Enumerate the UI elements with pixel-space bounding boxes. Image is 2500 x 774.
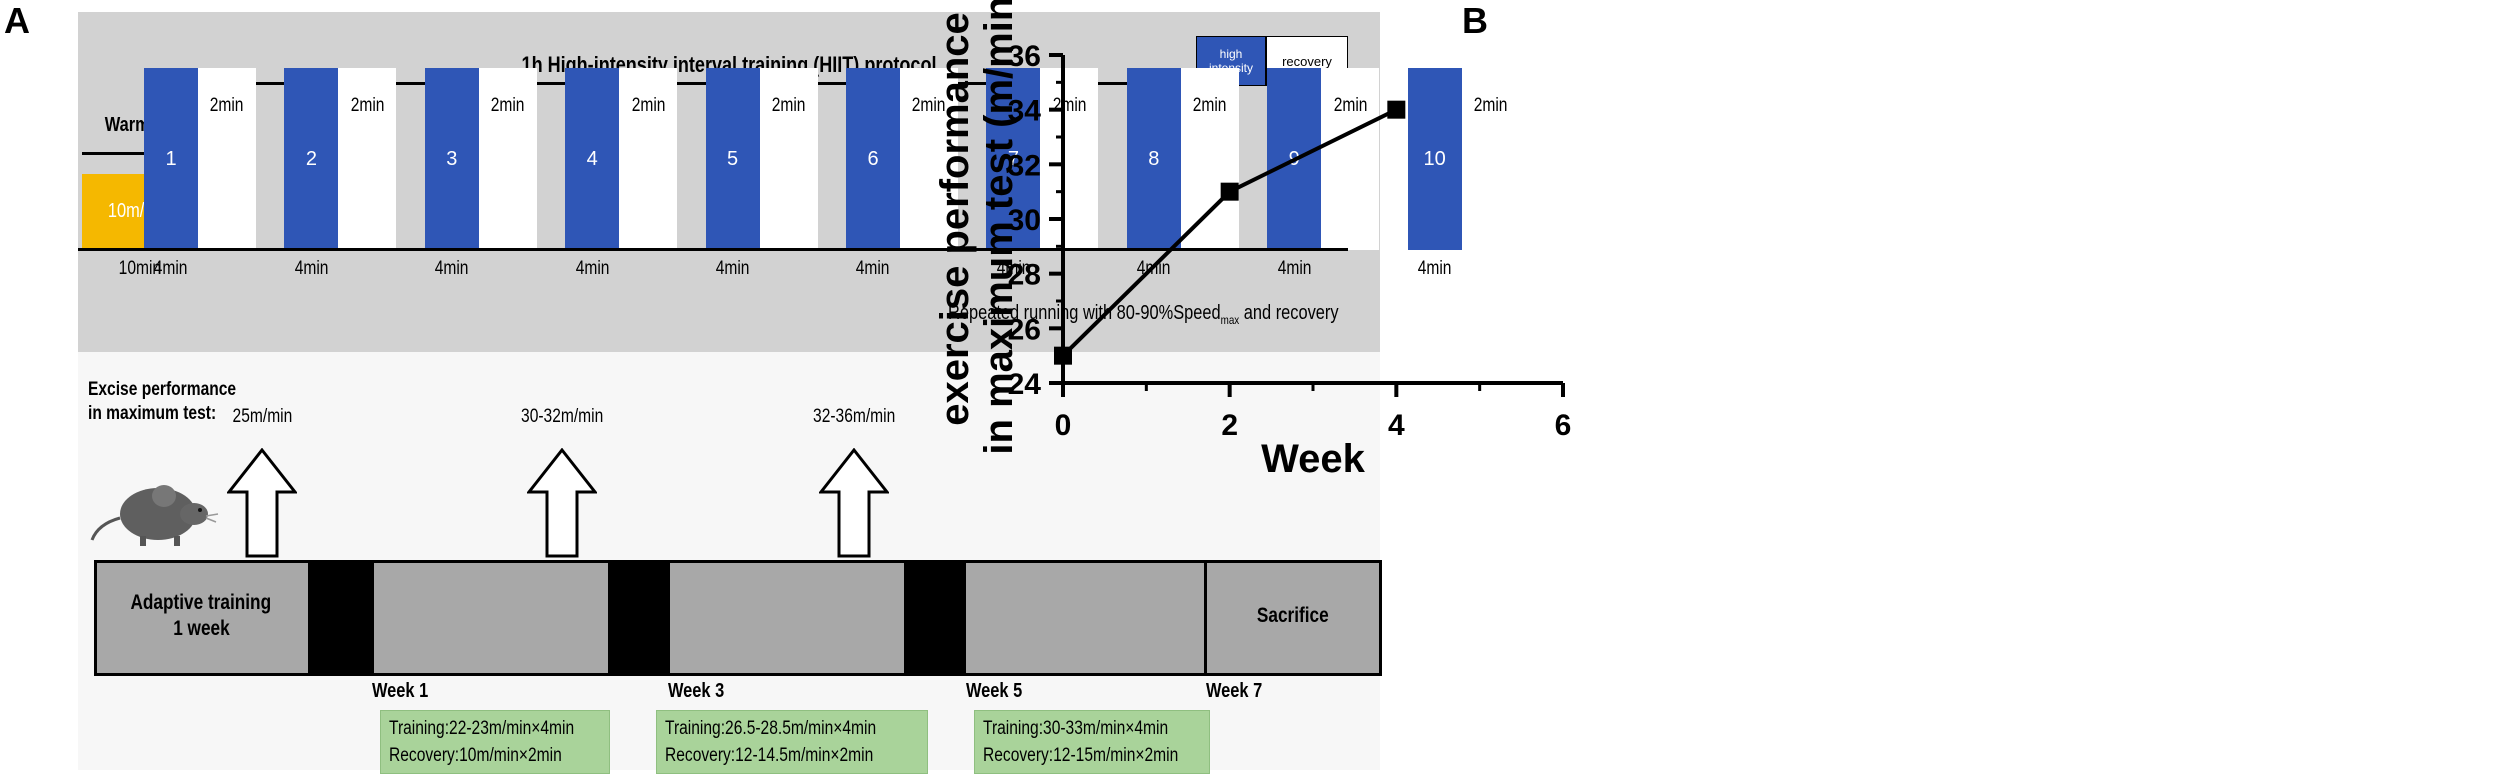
interval-time-label: 4min bbox=[434, 258, 469, 279]
test-arrows: 25m/min 30-32m/min 32-36m/min bbox=[78, 352, 1380, 770]
x-tick-label: 6 bbox=[1555, 409, 1572, 442]
x-tick-label: 2 bbox=[1221, 409, 1238, 442]
up-arrow-icon bbox=[227, 448, 297, 558]
warmup-underline bbox=[82, 152, 198, 155]
data-point-marker bbox=[1220, 182, 1239, 201]
interval-high-block: 4 bbox=[565, 68, 620, 250]
y-axis-title-line-1: exercise performance bbox=[933, 12, 977, 426]
interval-recovery-block: 2min bbox=[1321, 68, 1380, 250]
chart-series bbox=[1054, 100, 1406, 365]
y-tick-label: 30 bbox=[1008, 204, 1041, 237]
interval-high-block: 1 bbox=[144, 68, 198, 250]
y-tick-label: 26 bbox=[1008, 313, 1041, 346]
interval-high-block: 2 bbox=[284, 68, 339, 250]
interval-recovery-block: 2min bbox=[478, 68, 537, 250]
sacrifice-label: Sacrifice bbox=[1257, 604, 1329, 627]
up-arrow-icon bbox=[527, 448, 597, 558]
test-block-3 bbox=[904, 560, 966, 676]
interval-recovery-block: 2min bbox=[198, 68, 256, 250]
test-value-label: 25m/min bbox=[232, 406, 292, 427]
panel-a-label: A bbox=[4, 0, 30, 41]
interval-time-label: 4min bbox=[996, 258, 1031, 279]
week-label-1: Week 1 bbox=[372, 680, 429, 702]
mouse-icon bbox=[90, 485, 219, 546]
y-tick-label: 24 bbox=[1008, 368, 1042, 401]
training-note-week-1: Training:22-23m/min×4min Recovery:10m/mi… bbox=[380, 710, 610, 774]
interval-recovery-block: 2min bbox=[759, 68, 818, 250]
y-axis-title-line-2: in maximum test (m/min) bbox=[977, 0, 1021, 455]
interval-time-label: 4min bbox=[294, 258, 329, 279]
week-label-7: Week 7 bbox=[1206, 680, 1263, 702]
max-test-heading: Excise performance in maximum test: bbox=[88, 379, 237, 424]
interval-high-block: 10 bbox=[1407, 68, 1462, 250]
training-note-week-5: Training:30-33m/min×4min Recovery:12-15m… bbox=[974, 710, 1210, 774]
series-line bbox=[1061, 107, 1398, 358]
adaptive-training-label: Adaptive training 1 week bbox=[130, 591, 272, 640]
adaptive-divider bbox=[308, 560, 311, 676]
y-tick-label: 34 bbox=[1008, 95, 1042, 128]
data-point-marker bbox=[1387, 100, 1406, 119]
hiit-protocol-panel: 1h High-intensity interval training (HII… bbox=[78, 12, 1520, 352]
interval-time-label: 4min bbox=[154, 258, 188, 279]
test-block-1 bbox=[310, 560, 374, 676]
week-label-3: Week 3 bbox=[668, 680, 725, 702]
interval-high-block: 7 bbox=[986, 68, 1041, 250]
interval-time-label: 4min bbox=[1277, 258, 1312, 279]
test-value-label: 30-32m/min bbox=[520, 406, 604, 427]
interval-recovery-block: 2min bbox=[619, 68, 678, 250]
training-timeline-panel: Excise performance in maximum test: 25m/… bbox=[78, 352, 1382, 774]
interval-high-block: 6 bbox=[846, 68, 900, 250]
data-point-marker bbox=[1054, 346, 1072, 365]
training-note-week-3: Training:26.5-28.5m/min×4min Recovery:12… bbox=[656, 710, 928, 774]
y-tick-label: 32 bbox=[1008, 149, 1041, 182]
interval-high-block: 8 bbox=[1126, 68, 1181, 250]
protocol-caption: Repeated running with 80-90%Speedmax and… bbox=[948, 302, 1339, 327]
interval-time-label: 4min bbox=[575, 258, 610, 279]
interval-recovery-block: 2min bbox=[338, 68, 397, 250]
interval-recovery-block: 2min bbox=[1461, 68, 1520, 250]
interval-recovery-block: 2min bbox=[1180, 68, 1239, 250]
interval-time-label: 4min bbox=[1417, 258, 1452, 279]
y-tick-label: 28 bbox=[1008, 259, 1041, 292]
warmup-time: 10min bbox=[118, 258, 162, 279]
interval-recovery-block: 2min bbox=[900, 68, 958, 250]
protocol-baseline bbox=[78, 248, 1348, 251]
interval-high-block: 3 bbox=[424, 68, 479, 250]
panel-b-label: B bbox=[1462, 0, 1488, 41]
x-axis-title: Week bbox=[1261, 437, 1366, 481]
interval-time-label: 4min bbox=[856, 258, 890, 279]
week-label-5: Week 5 bbox=[966, 680, 1023, 702]
up-arrow-icon bbox=[819, 448, 889, 558]
y-tick-label: 36 bbox=[1008, 40, 1041, 73]
x-tick-label: 0 bbox=[1055, 409, 1072, 442]
x-tick-label: 4 bbox=[1388, 409, 1405, 442]
test-block-2 bbox=[608, 560, 670, 676]
test-value-label: 32-36m/min bbox=[812, 406, 896, 427]
sacrifice-divider bbox=[1204, 560, 1207, 676]
interval-high-block: 5 bbox=[705, 68, 760, 250]
interval-time-label: 4min bbox=[715, 258, 750, 279]
